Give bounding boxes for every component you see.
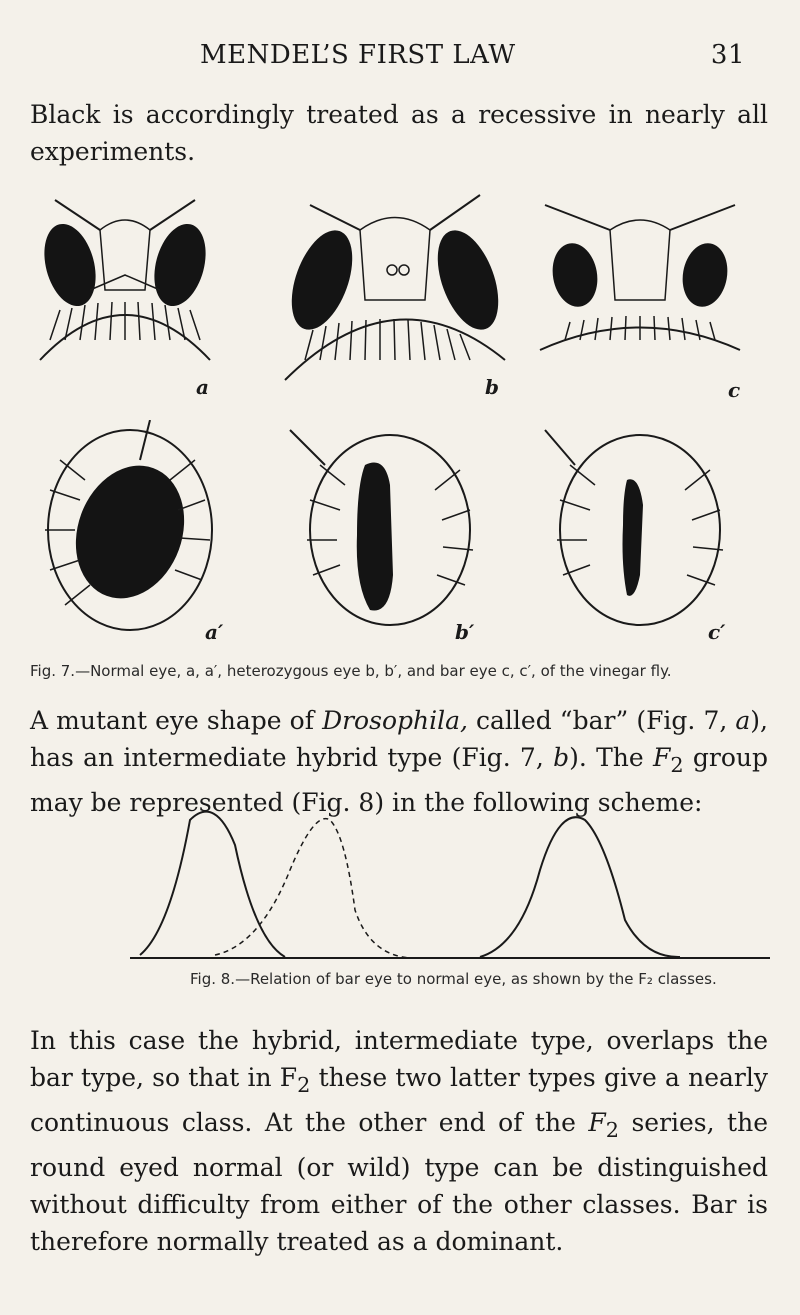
running-title: MENDEL’S FIRST LAW bbox=[200, 40, 516, 70]
figure-8-curves bbox=[130, 810, 770, 959]
fig7-panel-b-prime-drawing bbox=[289, 429, 474, 626]
fig7-panel-c-drawing bbox=[539, 204, 741, 351]
normal-curve bbox=[479, 816, 681, 959]
fig7-label-b-prime: b′ bbox=[455, 620, 475, 644]
fig7-panel-b-drawing bbox=[284, 194, 506, 381]
running-head: MENDEL’S FIRST LAW 31 bbox=[200, 40, 745, 76]
fig7-label-a: a bbox=[196, 375, 209, 399]
fig7-caption: Fig. 7.—Normal eye, a, a′, heterozygous … bbox=[30, 662, 672, 680]
fig7-panel-c-prime-drawing bbox=[544, 429, 724, 626]
fig8-caption: Fig. 8.—Relation of bar eye to normal ey… bbox=[190, 970, 717, 988]
fig7-panel-a-prime-drawing bbox=[45, 420, 213, 631]
fig7-label-a-prime: a′ bbox=[205, 620, 224, 644]
fig7-label-c-prime: c′ bbox=[708, 620, 726, 644]
paragraph-2: A mutant eye shape of Drosophila, called… bbox=[30, 706, 768, 817]
fig7-panel-a-drawing bbox=[39, 199, 211, 361]
page-number: 31 bbox=[710, 40, 745, 70]
paragraph-3: In this case the hybrid, intermediate ty… bbox=[30, 1026, 769, 1256]
bar-curve bbox=[139, 810, 286, 958]
paragraph-1: Black is accordingly treated as a recess… bbox=[30, 100, 768, 166]
fig7-label-c: c bbox=[728, 378, 741, 402]
fig7-label-b: b bbox=[485, 375, 499, 399]
heterozygous-curve bbox=[214, 817, 411, 959]
figure-7: a b c a′ b′ c′ bbox=[0, 180, 800, 660]
